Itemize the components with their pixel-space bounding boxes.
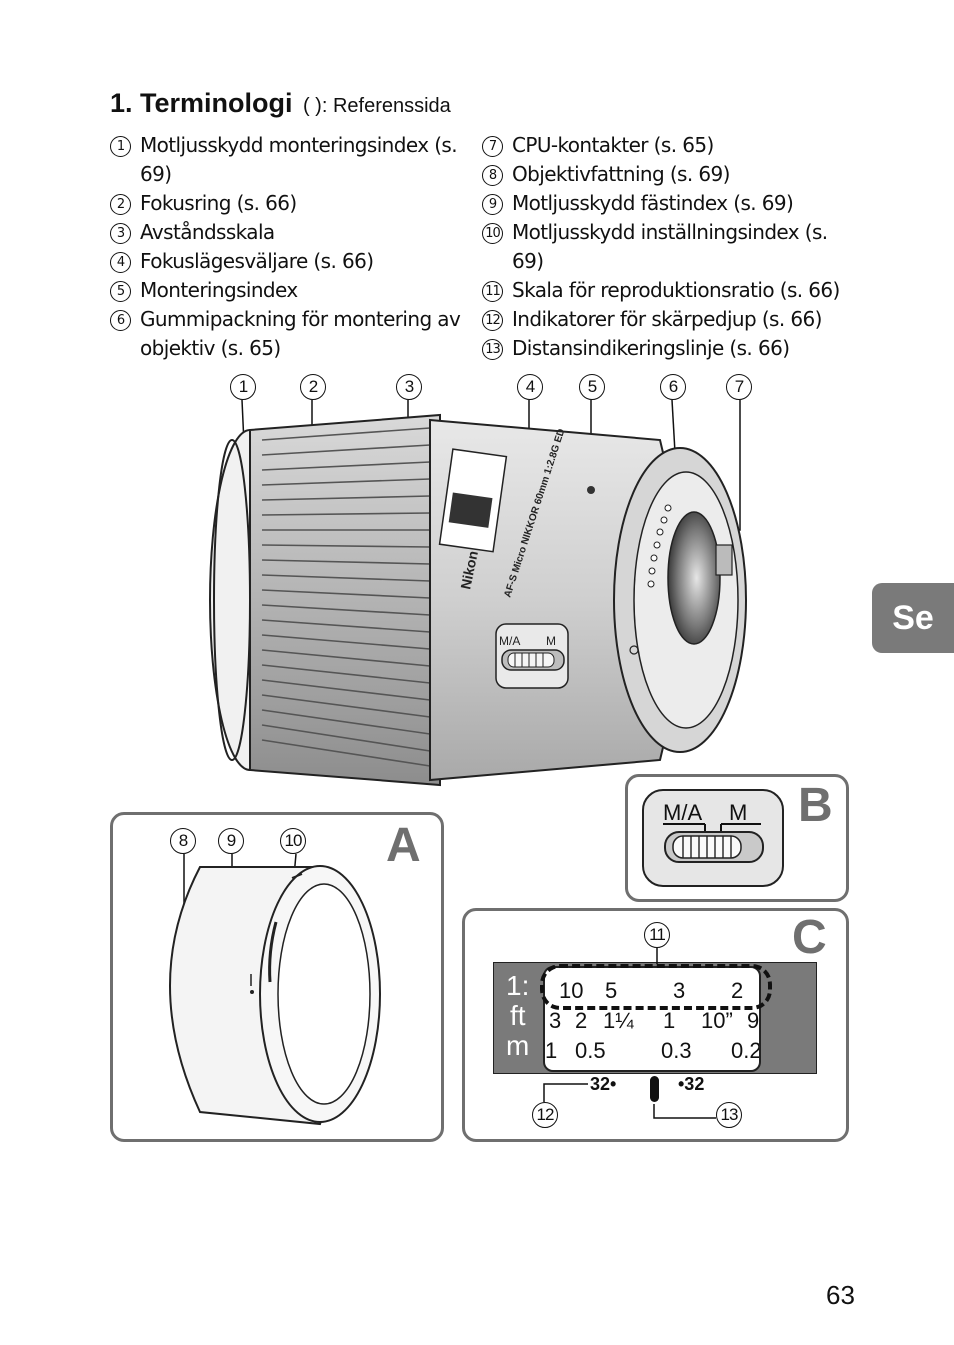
lens-illustration: Nikon AF-S Micro NIKKOR 60mm 1:2.8G ED M… [209, 399, 747, 787]
item-number: 12 [482, 310, 503, 331]
ft-1-quarter: 1¼ [603, 1008, 634, 1033]
distance-index-line [650, 1076, 659, 1102]
list-item: 12 Indikatorer för skärpedjup (s. 66) [482, 305, 852, 334]
item-number: 6 [110, 310, 131, 331]
panel-c-leaders [543, 948, 716, 1119]
callout-9: 9 [218, 828, 244, 854]
ratio-3: 3 [673, 978, 686, 1003]
dof-indicator-right: •32 [678, 1074, 705, 1094]
page-subtitle: ( ): Referenssida [302, 95, 451, 117]
list-item: 8 Objektivfattning (s. 69) [482, 160, 852, 189]
item-text: Monteringsindex [140, 278, 298, 302]
callout-12: 12 [532, 1102, 558, 1128]
ratio-5: 5 [605, 978, 618, 1003]
switch-m-label: M [546, 634, 556, 648]
parts-list-right: 7 CPU-kontakter (s. 65) 8 Objektivfattning… [482, 131, 852, 363]
item-number: 10 [482, 223, 503, 244]
dof-indicator-left: 32• [590, 1074, 617, 1094]
ft-2: 2 [575, 1008, 588, 1033]
focus-switch-closeup: M/A M [642, 789, 784, 887]
panel-b-ma-label: M/A [663, 800, 702, 825]
list-item: 4 Fokuslägesväljare (s. 66) [110, 247, 480, 276]
panel-b-letter: B [798, 779, 833, 832]
item-text: Indikatorer för skärpedjup (s. 66) [512, 307, 822, 331]
ft-3: 3 [549, 1008, 562, 1033]
list-item: 5 Monteringsindex [110, 276, 480, 305]
ft-row-label: ft [510, 1000, 526, 1031]
list-item: 9 Motljusskydd fästindex (s. 69) [482, 189, 852, 218]
item-number: 5 [110, 281, 131, 302]
page-title: 1. Terminologi [110, 88, 293, 118]
list-item: 3 Avståndsskala [110, 218, 480, 247]
list-item: 13 Distansindikeringslinje (s. 66) [482, 334, 852, 363]
ratio-scale-highlight [540, 964, 772, 1010]
item-text: Motljusskydd monteringsindex (s. 69) [140, 133, 458, 186]
item-number: 2 [110, 194, 131, 215]
page-number: 63 [826, 1280, 855, 1310]
m-1: 1 [545, 1038, 558, 1063]
item-number: 4 [110, 252, 131, 273]
ft-1: 1 [663, 1008, 676, 1033]
callout-2: 2 [300, 374, 326, 400]
item-number: 13 [482, 339, 503, 360]
list-item: 10 Motljusskydd inställningsindex (s. 69) [482, 218, 852, 276]
list-item: 1 Motljusskydd monteringsindex (s. 69) [110, 131, 480, 189]
list-item: 2 Fokusring (s. 66) [110, 189, 480, 218]
item-text: Motljusskydd fästindex (s. 69) [512, 191, 794, 215]
list-item: 6 Gummipackning för montering av objektiv… [110, 305, 480, 363]
item-text: CPU-kontakter (s. 65) [512, 133, 714, 157]
item-text: Distansindikeringslinje (s. 66) [512, 336, 790, 360]
item-number: 3 [110, 223, 131, 244]
panel-c-letter: C [792, 911, 827, 964]
item-number: 9 [482, 194, 503, 215]
callout-11: 11 [644, 922, 670, 948]
panel-a-letter: A [386, 819, 421, 872]
scale-readout: 10 5 3 2 3 2 1¼ 1 10” 9 1 0.5 0.3 0.2 [543, 966, 761, 1072]
callout-3: 3 [396, 374, 422, 400]
lens-hood-illustration [169, 853, 381, 1126]
callout-10: 10 [280, 828, 306, 854]
item-text: Motljusskydd inställningsindex (s. 69) [512, 220, 828, 273]
panel-b-m-label: M [729, 800, 747, 825]
callout-6: 6 [660, 374, 686, 400]
lens-brand-text: Nikon [457, 549, 481, 590]
item-number: 7 [482, 136, 503, 157]
ft-9: 9 [747, 1008, 760, 1033]
list-item: 11 Skala för reproduktionsratio (s. 66) [482, 276, 852, 305]
m-0-2: 0.2 [731, 1038, 761, 1063]
m-0-3: 0.3 [661, 1038, 692, 1063]
section-heading: 1. Terminologi ( ): Referenssida [110, 88, 451, 119]
item-number: 8 [482, 165, 503, 186]
callout-1: 1 [230, 374, 256, 400]
callout-5: 5 [579, 374, 605, 400]
callout-13: 13 [716, 1102, 742, 1128]
language-tab: Se [872, 583, 954, 653]
list-item: 7 CPU-kontakter (s. 65) [482, 131, 852, 160]
ft-10in: 10” [701, 1008, 733, 1033]
item-text: Gummipackning för montering av objektiv … [140, 307, 461, 360]
callout-7: 7 [726, 374, 752, 400]
item-text: Fokuslägesväljare (s. 66) [140, 249, 374, 273]
ratio-10: 10 [559, 978, 584, 1003]
ratio-row-label: 1: [506, 970, 530, 1001]
callout-4: 4 [517, 374, 543, 400]
item-text: Objektivfattning (s. 69) [512, 162, 730, 186]
item-number: 11 [482, 281, 503, 302]
item-number: 1 [110, 136, 131, 157]
callout-8: 8 [170, 828, 196, 854]
m-row-label: m [506, 1030, 530, 1061]
item-text: Avståndsskala [140, 220, 275, 244]
m-0-5: 0.5 [575, 1038, 606, 1063]
item-text: Skala för reproduktionsratio (s. 66) [512, 278, 840, 302]
ratio-2: 2 [731, 978, 744, 1003]
item-text: Fokusring (s. 66) [140, 191, 297, 215]
switch-ma-label: M/A [499, 634, 520, 648]
